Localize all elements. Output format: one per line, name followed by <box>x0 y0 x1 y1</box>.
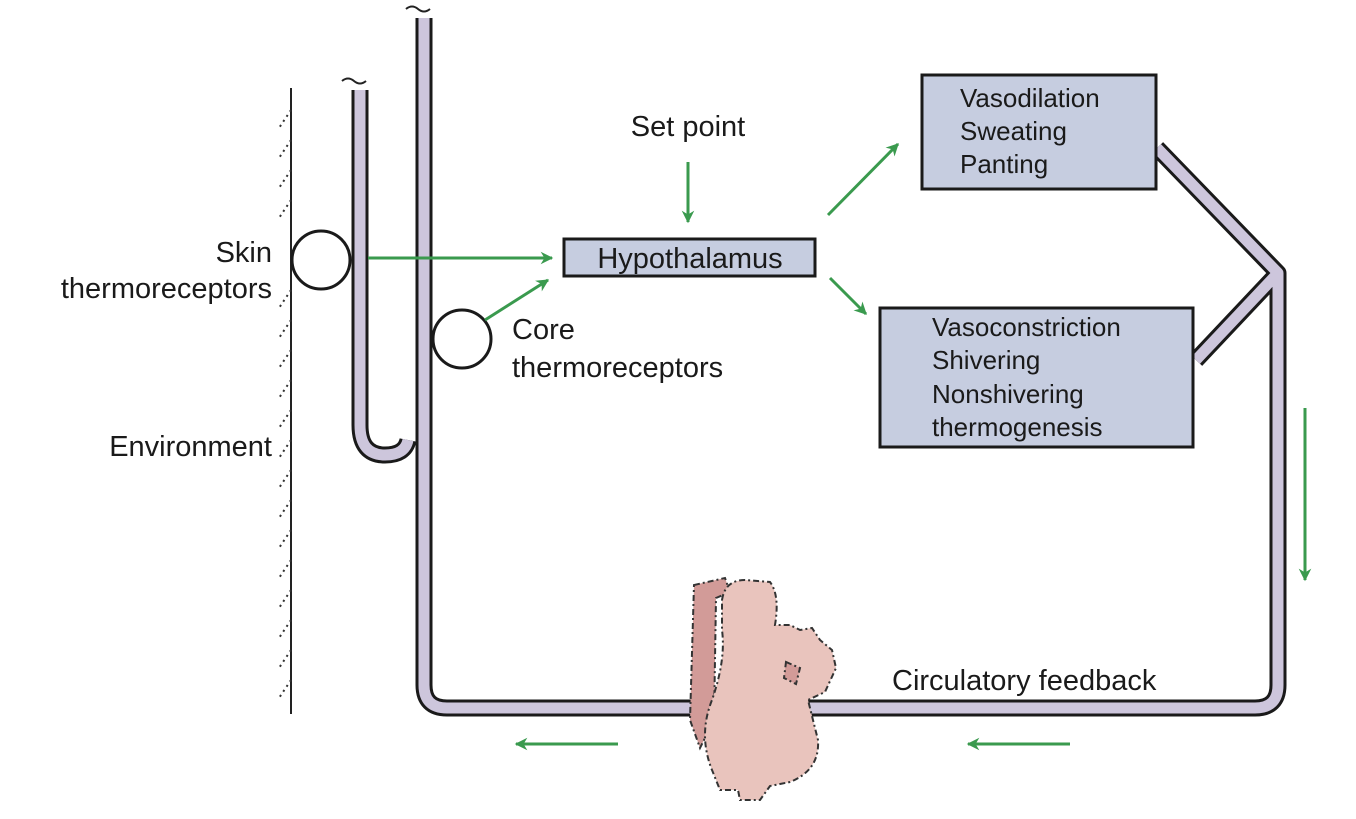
skin-thermoreceptors-label: Skin <box>216 237 272 269</box>
heat-gain-box: Vasoconstriction Shivering Nonshivering … <box>878 306 1195 449</box>
signal-arrows <box>368 142 1312 751</box>
core-thermoreceptors-label: Core <box>512 314 575 346</box>
circulatory-feedback-label: Circulatory feedback <box>892 665 1157 697</box>
core-thermoreceptor <box>431 308 493 370</box>
heat-gain-item: Nonshivering <box>932 379 1084 409</box>
arrow-to-heat-gain <box>828 276 868 316</box>
heat-gain-item: Shivering <box>932 345 1040 375</box>
environment-label: Environment <box>109 431 272 463</box>
circulatory-vessels <box>341 5 1287 717</box>
hypothalamus-label: Hypothalamus <box>597 243 782 275</box>
heat-loss-box: Vasodilation Sweating Panting <box>920 73 1158 191</box>
skin-thermoreceptors-label-2: thermoreceptors <box>61 273 272 305</box>
heat-loss-item: Vasodilation <box>960 83 1100 113</box>
hypothalamus-box: Hypothalamus <box>562 237 817 278</box>
arrow-to-heat-loss <box>826 142 900 217</box>
heat-gain-item: Vasoconstriction <box>932 312 1121 342</box>
core-thermoreceptors-label-2: thermoreceptors <box>512 352 723 384</box>
heat-loss-item: Sweating <box>960 116 1067 146</box>
environment-boundary <box>278 88 292 714</box>
heart-icon <box>688 576 838 801</box>
arrow-core-to-hypothalamus <box>484 278 550 322</box>
heat-loss-item: Panting <box>960 149 1048 179</box>
heat-gain-item: thermogenesis <box>932 412 1103 442</box>
skin-thermoreceptor <box>290 229 352 291</box>
set-point-label: Set point <box>631 111 745 143</box>
